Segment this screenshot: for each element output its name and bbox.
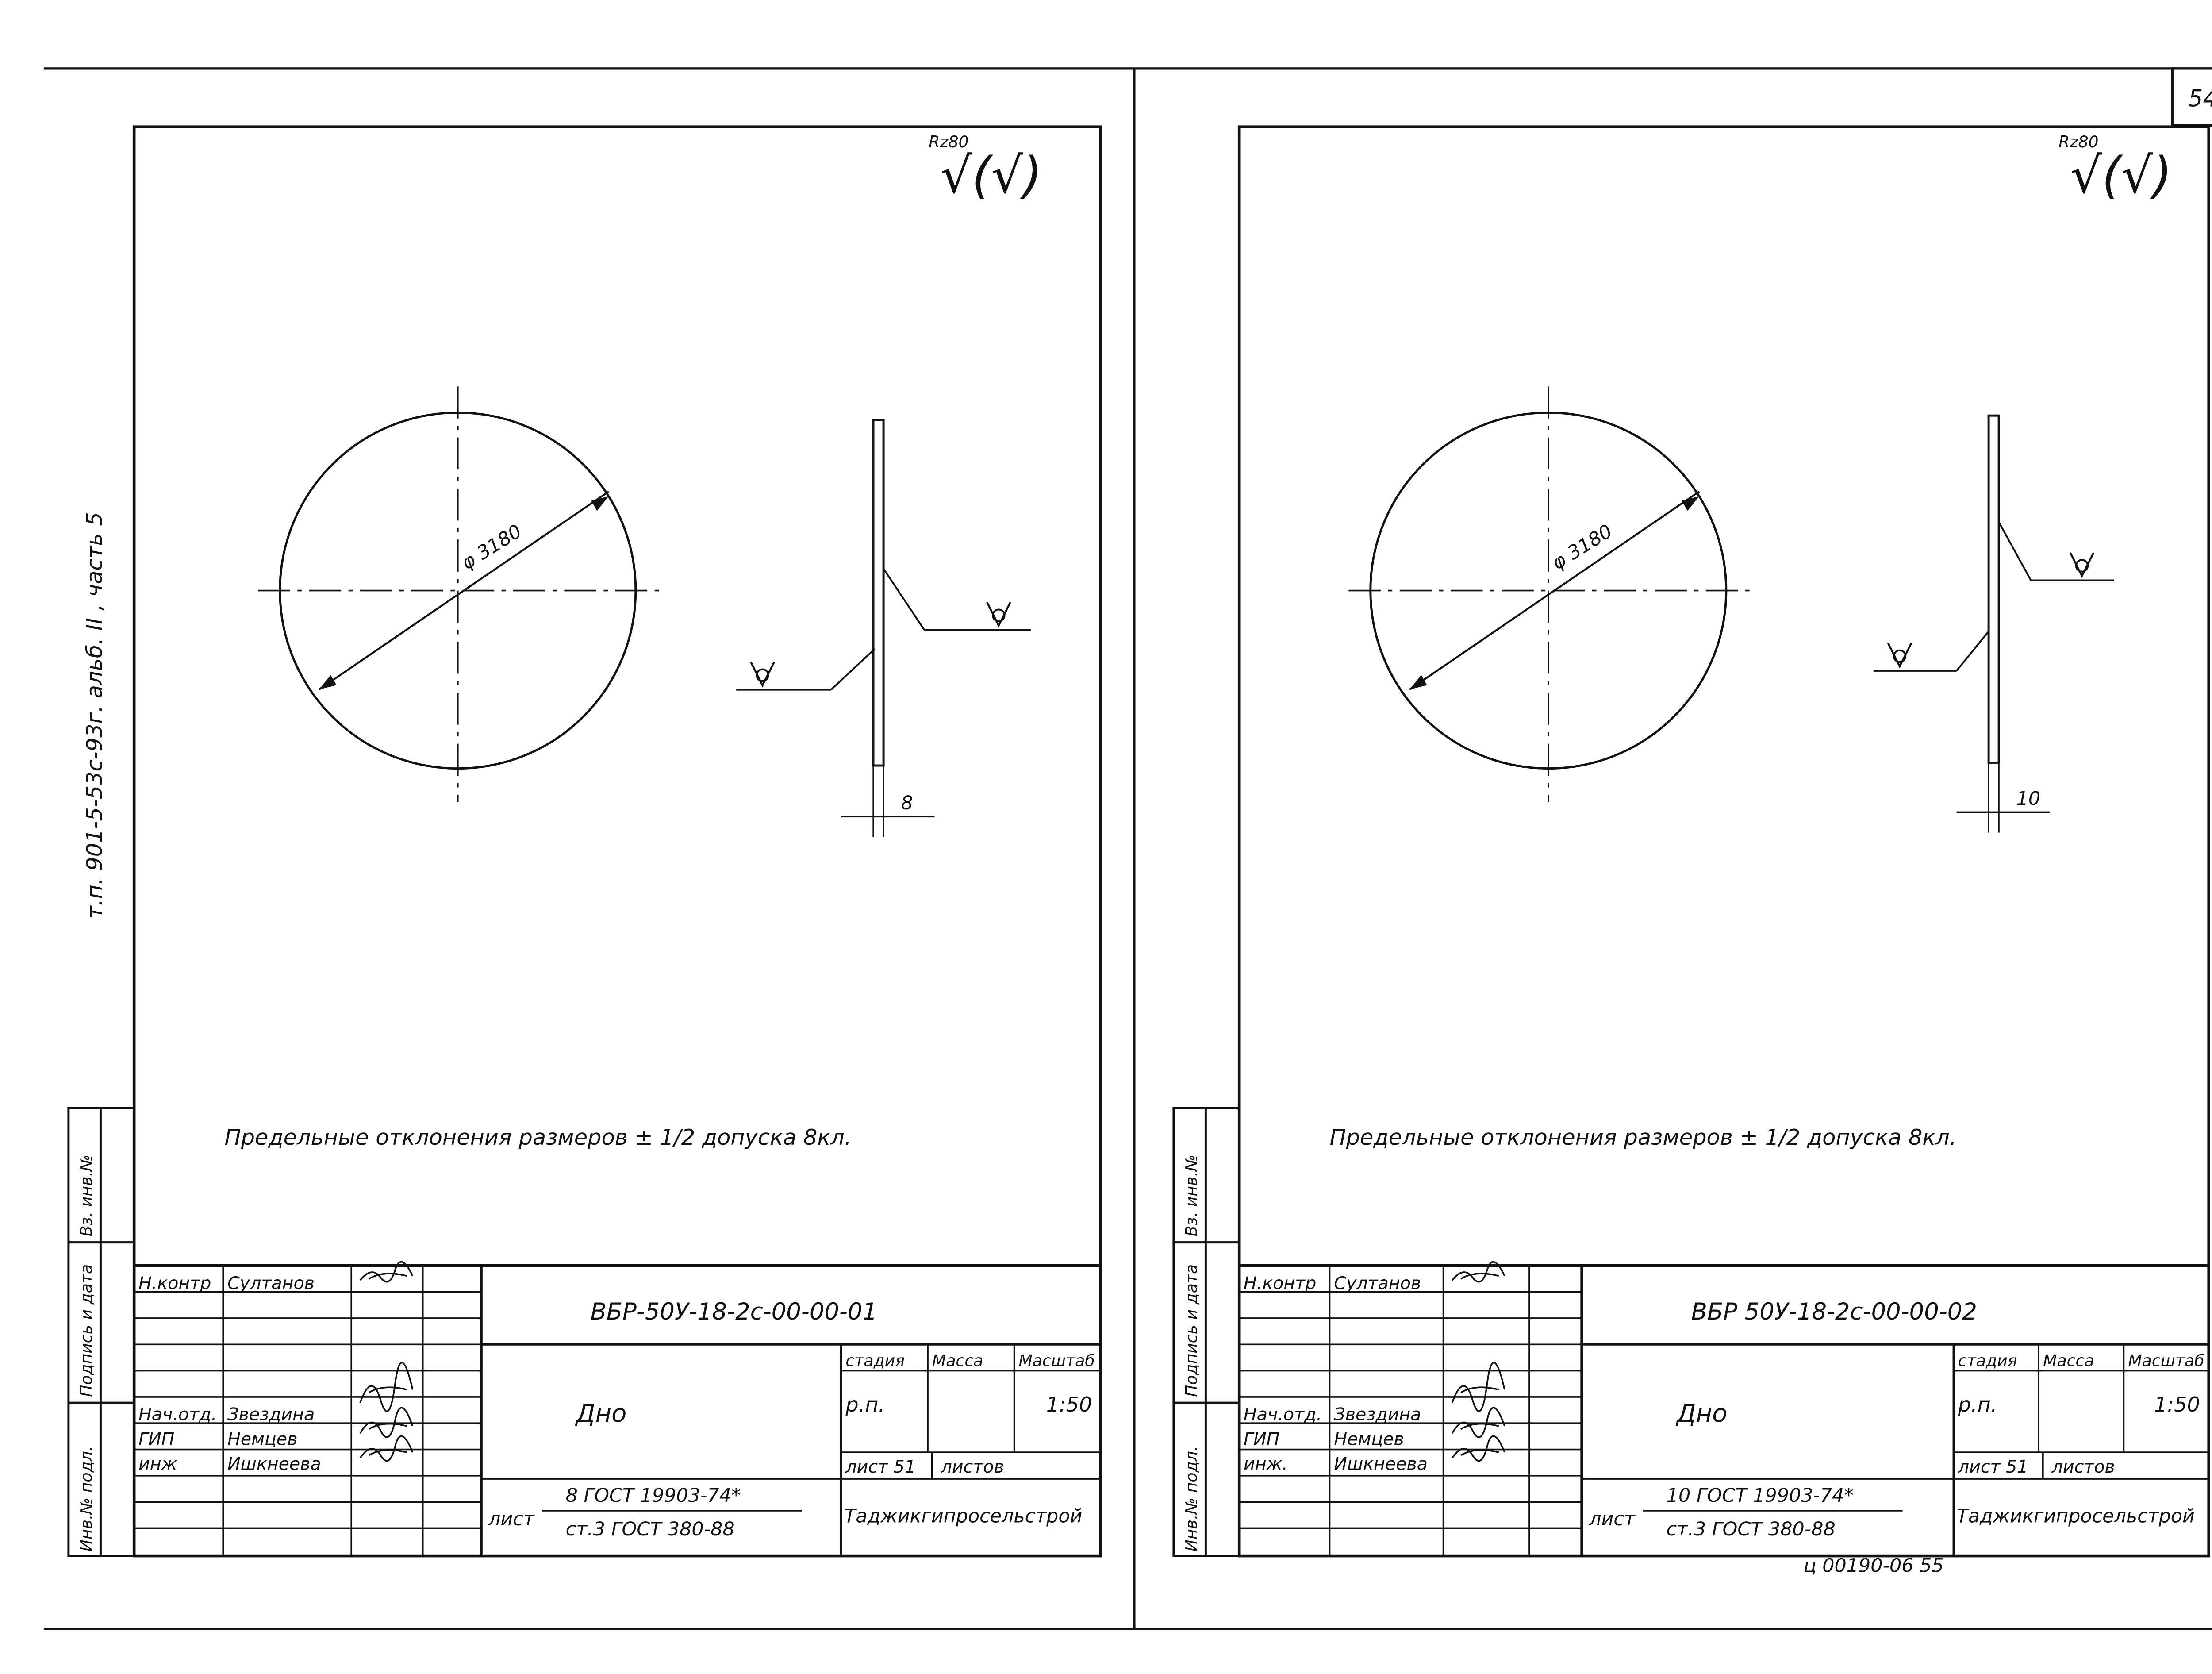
designation: ВБР 50У-18-2с-00-00-02 xyxy=(1691,1298,1977,1325)
signature xyxy=(359,1261,414,1283)
sheets-label: листов xyxy=(941,1457,1004,1477)
material-bottom: ст.3 ГОСТ 380-88 xyxy=(566,1518,735,1540)
staff-name: Звездина xyxy=(1334,1405,1421,1425)
diameter-line xyxy=(318,491,609,691)
staff-name: Ишкнеева xyxy=(227,1454,321,1474)
finish-circle xyxy=(992,608,1006,622)
signature xyxy=(359,1407,414,1438)
finish-mark xyxy=(2069,552,2095,578)
bottom-code: ц 00190-06 55 xyxy=(1804,1555,1944,1577)
finish-circle xyxy=(756,668,769,682)
diameter-line xyxy=(1409,491,1700,691)
finish-mark xyxy=(986,601,1011,628)
roughness-label: Rz80 xyxy=(929,132,968,151)
signature xyxy=(1451,1435,1505,1462)
staff-role: Нач.отд. xyxy=(138,1405,217,1425)
material-top: 10 ГОСТ 19903-74* xyxy=(1667,1485,1854,1507)
staff-role: Н.контр xyxy=(1244,1273,1316,1293)
diameter-label: φ 3180 xyxy=(457,520,526,574)
staff-name: Ишкнеева xyxy=(1334,1454,1428,1474)
stage-header: стадия xyxy=(1958,1351,2017,1370)
side-label-inv: Инв.№ подл. xyxy=(1182,1446,1201,1551)
signature xyxy=(1451,1407,1505,1438)
side-label-vz: Вз. инв.№ xyxy=(77,1154,96,1236)
leader-line xyxy=(1956,631,1989,672)
scale-value: 1:50 xyxy=(2154,1393,2200,1416)
stage-value: р.п. xyxy=(1958,1393,1997,1416)
staff-role: ГИП xyxy=(138,1429,174,1450)
plate-section xyxy=(1987,414,2000,764)
side-label-inv: Инв.№ подл. xyxy=(77,1446,96,1551)
roughness-symbol: √(√) xyxy=(2070,147,2172,204)
part-name: Дно xyxy=(575,1399,627,1428)
drawing-1: Инв.№ подл. Подпись и дата Вз. инв.№ Rz80√(… xyxy=(67,125,1102,1558)
staff-role: Нач.отд. xyxy=(1244,1405,1322,1425)
thickness-label: 10 xyxy=(2016,788,2041,810)
sheet-label: лист 51 xyxy=(845,1457,916,1477)
staff-role: Н.контр xyxy=(138,1273,211,1293)
signature xyxy=(359,1435,414,1462)
staff-name: Султанов xyxy=(227,1273,315,1293)
tolerance-note: Предельные отклонения размеров ± 1/2 доп… xyxy=(1330,1124,1957,1150)
part-name: Дно xyxy=(1675,1399,1728,1428)
staff-name: Звездина xyxy=(227,1405,315,1425)
leader-line xyxy=(883,568,926,631)
finish-circle xyxy=(1893,649,1907,663)
staff-role: ГИП xyxy=(1244,1429,1279,1450)
mass-header: Масса xyxy=(932,1351,983,1370)
finish-mark xyxy=(750,662,775,688)
organization: Таджикгипросельстрой xyxy=(1957,1505,2195,1527)
page-number: 54 xyxy=(2188,85,2212,112)
stage-value: р.п. xyxy=(845,1393,885,1416)
diameter-arrow xyxy=(591,496,609,511)
plate-section xyxy=(872,419,885,767)
designation: ВБР-50У-18-2с-00-00-01 xyxy=(591,1298,877,1325)
sheet-label: лист 51 xyxy=(1958,1457,2028,1477)
organization: Таджикгипросельстрой xyxy=(844,1505,1082,1527)
scale-header: Масштаб xyxy=(1018,1351,1094,1370)
material-top: 8 ГОСТ 19903-74* xyxy=(566,1485,741,1507)
sheets-label: листов xyxy=(2051,1457,2115,1477)
scale-header: Масштаб xyxy=(2128,1351,2204,1370)
sheet-frame xyxy=(1237,125,2210,1558)
staff-role: инж. xyxy=(1244,1454,1288,1474)
thickness-label: 8 xyxy=(901,792,913,814)
material-bottom: ст.3 ГОСТ 380-88 xyxy=(1667,1518,1836,1540)
stage-header: стадия xyxy=(845,1351,905,1370)
signature xyxy=(359,1362,414,1412)
material-prefix: лист xyxy=(1589,1508,1636,1530)
roughness-label: Rz80 xyxy=(2058,132,2098,151)
side-label-sign: Подпись и дата xyxy=(1182,1264,1201,1397)
staff-name: Султанов xyxy=(1334,1273,1421,1293)
side-label-vz: Вз. инв.№ xyxy=(1182,1154,1201,1236)
tolerance-note: Предельные отклонения размеров ± 1/2 доп… xyxy=(225,1124,852,1150)
finish-circle xyxy=(2075,559,2089,573)
staff-role: инж xyxy=(138,1454,177,1474)
signature xyxy=(1451,1362,1505,1412)
staff-name: Немцев xyxy=(227,1429,297,1450)
mass-header: Масса xyxy=(2043,1351,2094,1370)
margin-note: т.п. 901-5-53с-93г. альб. II , часть 5 xyxy=(82,512,108,919)
staff-name: Немцев xyxy=(1334,1429,1404,1450)
material-prefix: лист xyxy=(488,1508,535,1530)
diameter-arrow xyxy=(1409,675,1427,690)
leader-line xyxy=(1998,521,2032,581)
roughness-symbol: √(√) xyxy=(941,147,1042,204)
signature xyxy=(1451,1261,1505,1283)
diameter-label: φ 3180 xyxy=(1548,520,1616,574)
sheet-frame xyxy=(132,125,1102,1558)
scale-value: 1:50 xyxy=(1046,1393,1092,1416)
drawing-2: Инв.№ подл. Подпись и дата Вз. инв.№ Rz80√(… xyxy=(1172,125,2210,1558)
leader-line xyxy=(830,648,876,691)
diameter-arrow xyxy=(319,675,337,690)
diameter-arrow xyxy=(1682,496,1699,511)
finish-mark xyxy=(1887,643,1912,669)
side-label-sign: Подпись и дата xyxy=(77,1264,96,1397)
